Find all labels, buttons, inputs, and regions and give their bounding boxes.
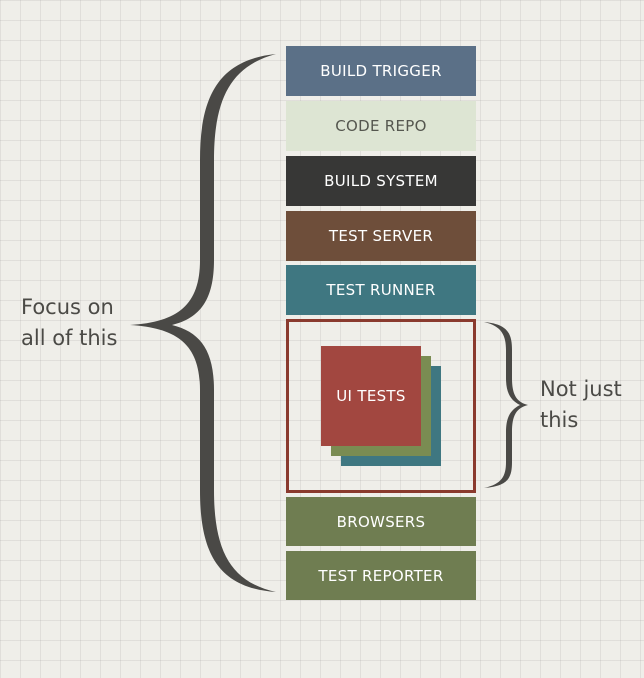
layer-label: TEST RUNNER [326, 281, 436, 299]
focus-label: Focus on all of this [21, 292, 117, 354]
layer-build-system: BUILD SYSTEM [286, 156, 476, 206]
layer-test-server: TEST SERVER [286, 211, 476, 261]
focus-label-line-2: all of this [21, 326, 118, 350]
layer-label: BUILD SYSTEM [324, 172, 438, 190]
ui-tests-text: UI TESTS [336, 387, 406, 405]
focus-label-line-1: Focus on [21, 295, 114, 319]
large-left-brace [130, 54, 276, 592]
layer-label: TEST SERVER [328, 227, 434, 245]
small-right-brace [484, 322, 528, 488]
layer-test-runner: TEST RUNNER [286, 265, 476, 315]
layer-browsers: BROWSERS [286, 497, 476, 546]
layer-build-trigger: BUILD TRIGGER [286, 46, 476, 96]
not-just-label-line-1: Not just [540, 377, 622, 401]
ui-test-card-front [321, 346, 421, 446]
layer-label: CODE REPO [335, 117, 427, 135]
ui-tests-label: UI TESTS [321, 346, 421, 446]
not-just-label: Not just this [540, 374, 622, 436]
layer-test-reporter: TEST REPORTER [286, 551, 476, 600]
layer-label: BROWSERS [336, 512, 426, 531]
layer-label: BUILD TRIGGER [320, 62, 442, 80]
layer-code-repo: CODE REPO [286, 101, 476, 151]
layer-label: TEST REPORTER [318, 566, 444, 585]
not-just-label-line-2: this [540, 408, 579, 432]
ui-tests-frame [286, 319, 476, 493]
